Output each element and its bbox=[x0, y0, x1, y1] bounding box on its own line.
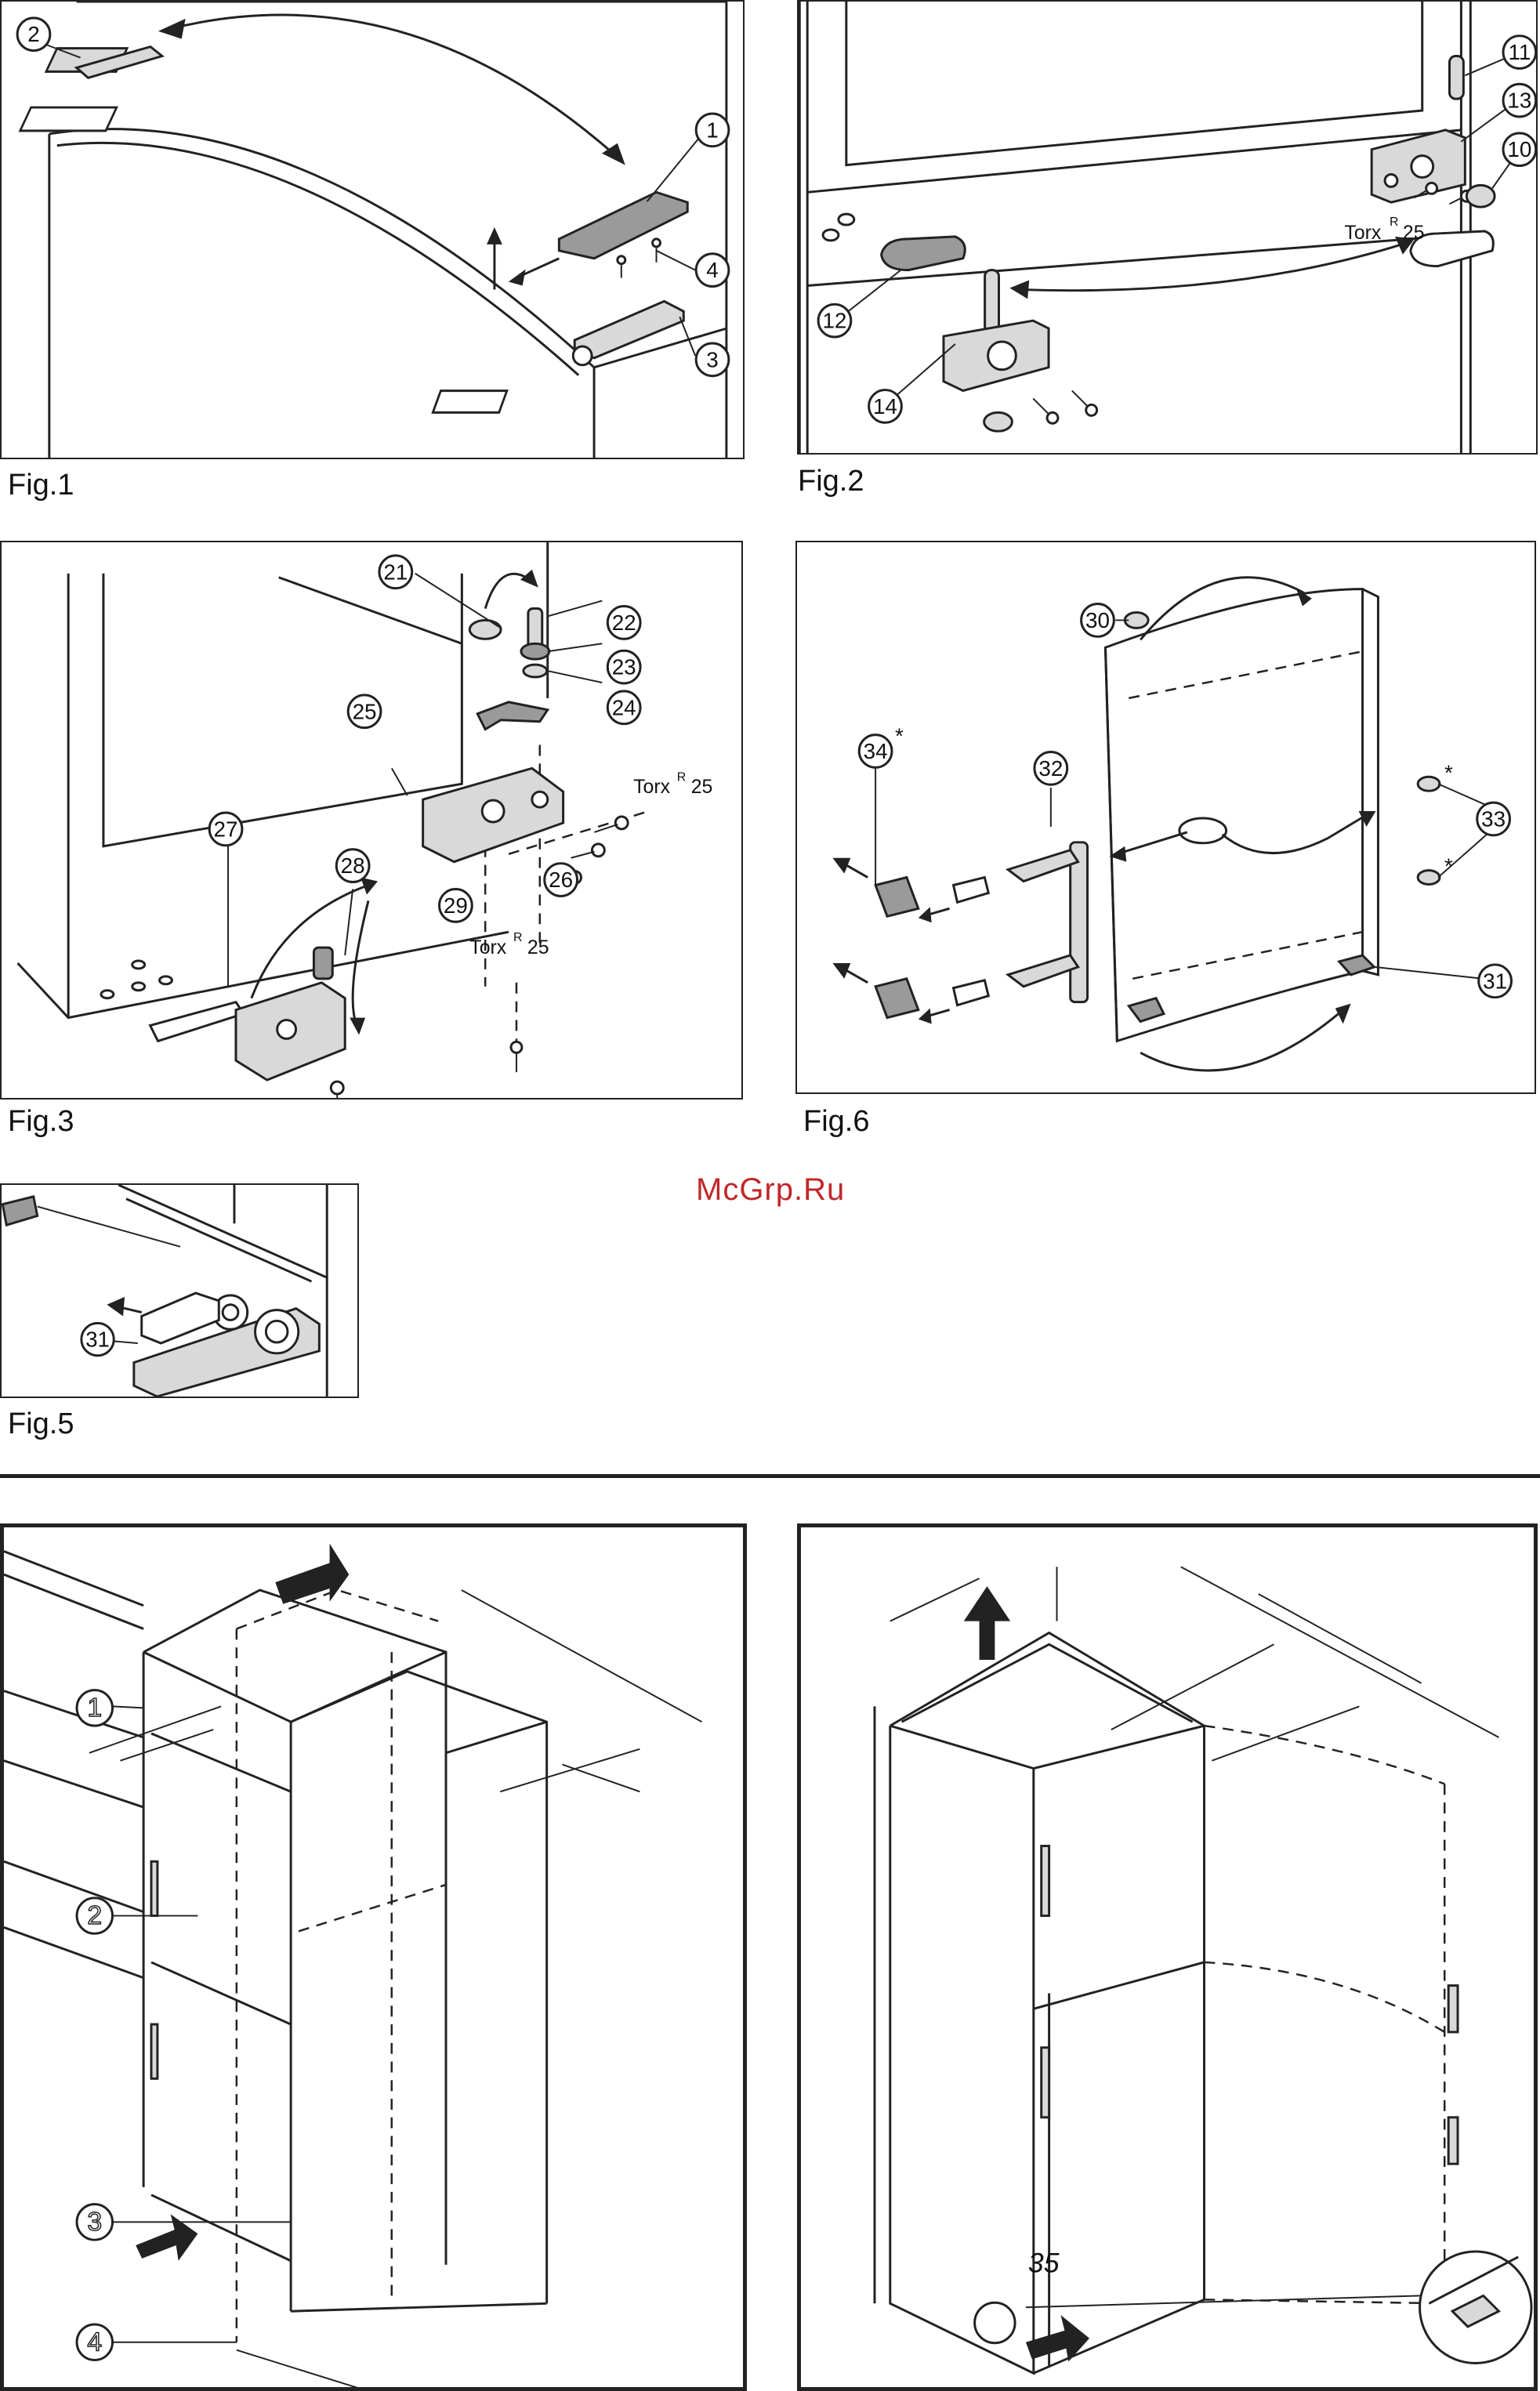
svg-text:1: 1 bbox=[706, 118, 718, 142]
dimension-35-label: 35 bbox=[1028, 2248, 1060, 2279]
figure-2-panel: 10 11 12 13 14 Torx R 25 bbox=[797, 0, 1538, 455]
svg-text:24: 24 bbox=[612, 695, 636, 719]
callout-27: 27 bbox=[209, 813, 242, 846]
installation-left-callouts: 1 2 3 4 bbox=[4, 1527, 743, 2387]
figure-1-callouts: 1 2 3 4 bbox=[2, 2, 743, 458]
torx-label-lower: Torx bbox=[469, 937, 507, 958]
svg-text:10: 10 bbox=[1507, 137, 1531, 161]
figure-1-label: Fig.1 bbox=[8, 469, 74, 502]
svg-text:21: 21 bbox=[383, 560, 408, 584]
svg-text:22: 22 bbox=[612, 610, 636, 635]
torx-label: Torx bbox=[1344, 223, 1381, 244]
install-callout-1: 1 bbox=[77, 1690, 113, 1726]
svg-text:3: 3 bbox=[706, 347, 718, 371]
svg-text:30: 30 bbox=[1085, 608, 1110, 632]
figure-6-label: Fig.6 bbox=[803, 1105, 869, 1139]
svg-text:4: 4 bbox=[706, 258, 718, 282]
svg-text:33: 33 bbox=[1481, 806, 1506, 831]
svg-text:32: 32 bbox=[1038, 756, 1063, 781]
installation-left-panel: 1 2 3 4 bbox=[0, 1523, 747, 2391]
section-divider bbox=[0, 1474, 1540, 1478]
svg-text:14: 14 bbox=[873, 394, 897, 418]
installation-right-text: 35 bbox=[801, 1527, 1534, 2387]
install-callout-3: 3 bbox=[77, 2204, 113, 2241]
svg-text:25: 25 bbox=[353, 699, 377, 723]
watermark-text: McGrp.Ru bbox=[696, 1172, 845, 1208]
svg-text:12: 12 bbox=[822, 309, 846, 333]
asterisk-33-upper: * bbox=[1444, 760, 1453, 784]
torx-registered: R bbox=[1390, 216, 1398, 229]
install-callout-2: 2 bbox=[77, 1898, 113, 1934]
install-callout-4: 4 bbox=[77, 2324, 113, 2360]
svg-text:31: 31 bbox=[85, 1328, 110, 1352]
callout-11: 11 bbox=[1503, 36, 1536, 69]
svg-text:4: 4 bbox=[87, 2328, 102, 2357]
svg-text:2: 2 bbox=[87, 1901, 102, 1930]
torx-size-upper: 25 bbox=[691, 777, 713, 798]
figure-6-callouts: 30 31 32 33 34 * * * bbox=[797, 542, 1535, 1092]
callout-24: 24 bbox=[607, 691, 640, 724]
callout-12: 12 bbox=[818, 304, 851, 337]
torx-registered-lower: R bbox=[513, 931, 523, 944]
callout-31: 31 bbox=[82, 1323, 114, 1355]
callout-2: 2 bbox=[17, 18, 50, 51]
figure-3-label: Fig.3 bbox=[8, 1105, 74, 1139]
callout-10: 10 bbox=[1503, 133, 1536, 166]
asterisk-33-lower: * bbox=[1444, 854, 1453, 879]
callout-3: 3 bbox=[696, 343, 729, 376]
callout-34: 34 bbox=[859, 735, 892, 768]
svg-text:13: 13 bbox=[1507, 89, 1531, 113]
torx-label-upper: Torx bbox=[633, 777, 671, 798]
callout-31: 31 bbox=[1479, 965, 1512, 998]
callout-32: 32 bbox=[1035, 752, 1067, 784]
figure-6-panel: 30 31 32 33 34 * * * bbox=[795, 541, 1536, 1094]
callout-14: 14 bbox=[869, 390, 902, 423]
callout-4: 4 bbox=[696, 254, 729, 287]
svg-text:28: 28 bbox=[341, 853, 365, 878]
callout-26: 26 bbox=[545, 864, 578, 897]
figure-1-panel: 1 2 3 4 bbox=[0, 0, 745, 459]
svg-text:27: 27 bbox=[214, 817, 238, 841]
svg-text:23: 23 bbox=[612, 655, 636, 679]
svg-text:31: 31 bbox=[1483, 969, 1507, 993]
figure-5-callouts: 31 bbox=[2, 1185, 357, 1397]
svg-text:34: 34 bbox=[864, 739, 888, 763]
svg-text:26: 26 bbox=[549, 868, 573, 892]
figure-3-panel: 21 22 23 24 25 26 27 28 29 Torx R 25 Tor… bbox=[0, 541, 743, 1099]
asterisk-34: * bbox=[895, 724, 904, 748]
figure-5-label: Fig.5 bbox=[8, 1407, 74, 1441]
figure-2-label: Fig.2 bbox=[798, 465, 864, 498]
figure-5-panel: 31 bbox=[0, 1183, 359, 1398]
callout-25: 25 bbox=[348, 695, 381, 728]
figure-2-callouts: 10 11 12 13 14 Torx R 25 bbox=[799, 2, 1536, 453]
callout-23: 23 bbox=[607, 650, 640, 683]
svg-text:2: 2 bbox=[27, 22, 39, 46]
svg-text:3: 3 bbox=[87, 2208, 102, 2237]
svg-text:1: 1 bbox=[87, 1694, 102, 1723]
callout-30: 30 bbox=[1082, 604, 1114, 637]
svg-text:29: 29 bbox=[444, 893, 468, 918]
callout-22: 22 bbox=[607, 607, 640, 639]
torx-registered-upper: R bbox=[677, 770, 687, 784]
callout-1: 1 bbox=[696, 114, 729, 147]
callout-21: 21 bbox=[379, 556, 412, 589]
torx-size-lower: 25 bbox=[527, 937, 549, 958]
callout-29: 29 bbox=[440, 889, 473, 922]
installation-right-panel: 35 bbox=[797, 1523, 1538, 2391]
svg-text:11: 11 bbox=[1508, 40, 1531, 64]
figure-3-callouts: 21 22 23 24 25 26 27 28 29 Torx R 25 Tor… bbox=[2, 542, 741, 1098]
torx-size: 25 bbox=[1403, 223, 1425, 244]
callout-13: 13 bbox=[1503, 84, 1536, 117]
callout-28: 28 bbox=[336, 850, 369, 882]
callout-33: 33 bbox=[1477, 802, 1510, 835]
